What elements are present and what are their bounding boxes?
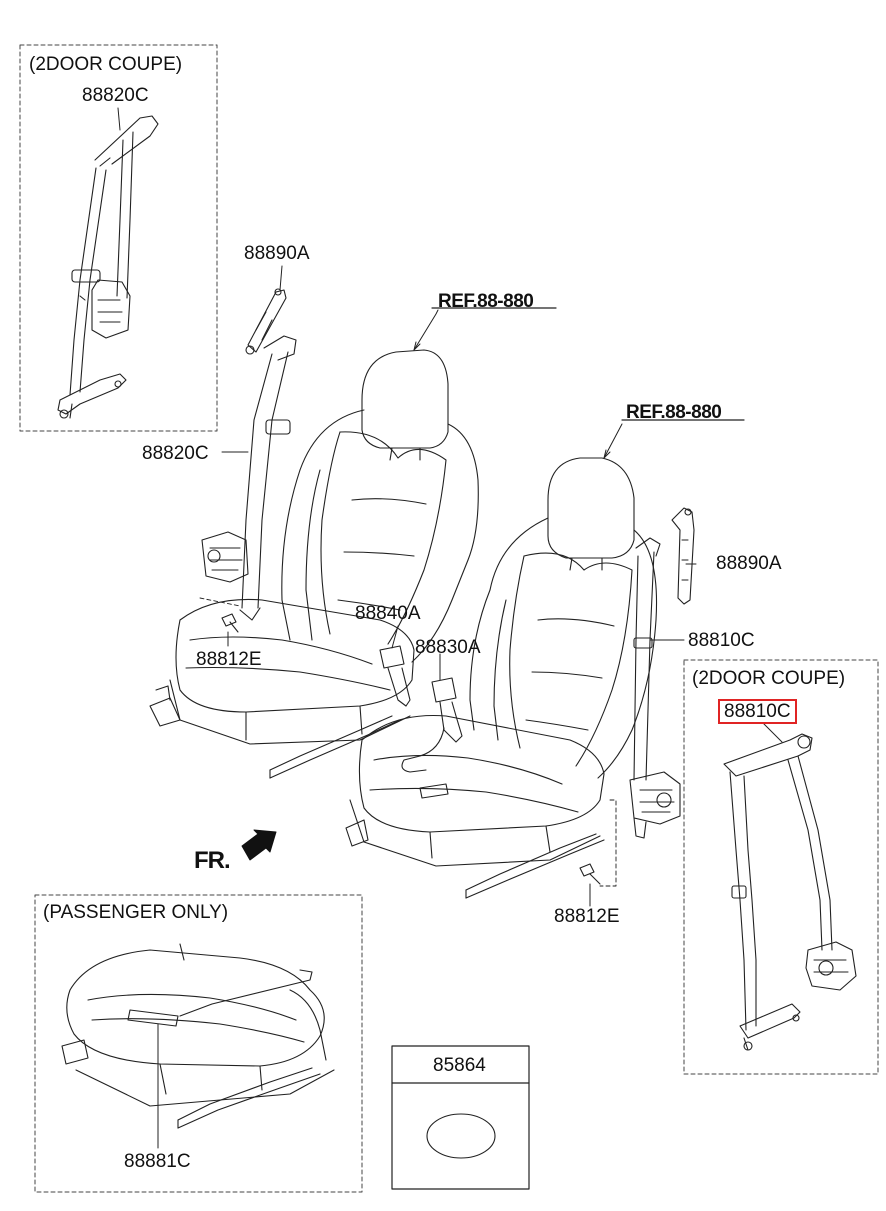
pad-oval-icon (426, 1113, 496, 1159)
label-ref-right: REF.88-880 (626, 402, 722, 423)
dashed-frames (19, 44, 879, 1193)
label-88820c-top: 88820C (82, 85, 149, 106)
passenger-frame (34, 894, 363, 1193)
label-88890a-left: 88890A (244, 243, 310, 264)
passenger-title: (PASSENGER ONLY) (43, 902, 229, 923)
coupe-left-frame (19, 44, 218, 432)
label-88810c: 88810C (688, 630, 755, 651)
label-ref-left: REF.88-880 (438, 291, 534, 312)
label-85864: 85864 (433, 1055, 486, 1076)
coupe-left-title: (2DOOR COUPE) (29, 54, 183, 75)
coupe-right-title: (2DOOR COUPE) (692, 668, 846, 689)
front-direction-arrow-icon (241, 829, 277, 861)
seat-left (149, 349, 479, 779)
label-88890a-right: 88890A (716, 553, 782, 574)
label-88812e-right: 88812E (554, 906, 620, 927)
label-88881c: 88881C (124, 1151, 191, 1172)
label-88820c-mid: 88820C (142, 443, 209, 464)
seat-right (345, 457, 658, 899)
belt-left-seat (201, 288, 297, 633)
coupe-left-belt (57, 115, 159, 419)
label-88812e-left: 88812E (196, 649, 262, 670)
dashed-leaders (199, 597, 617, 887)
coupe-right-frame (683, 659, 879, 1075)
passenger-cushion (61, 943, 335, 1129)
part-85864-box (391, 1045, 530, 1190)
label-88840a: 88840A (355, 603, 421, 624)
buckle-parts (379, 645, 463, 799)
label-88830a: 88830A (415, 637, 481, 658)
coupe-right-belt (723, 733, 857, 1051)
leader-lines (117, 107, 783, 1149)
label-88810c-box-highlighted[interactable]: 88810C (718, 699, 797, 724)
front-direction-label: FR. (194, 847, 231, 874)
